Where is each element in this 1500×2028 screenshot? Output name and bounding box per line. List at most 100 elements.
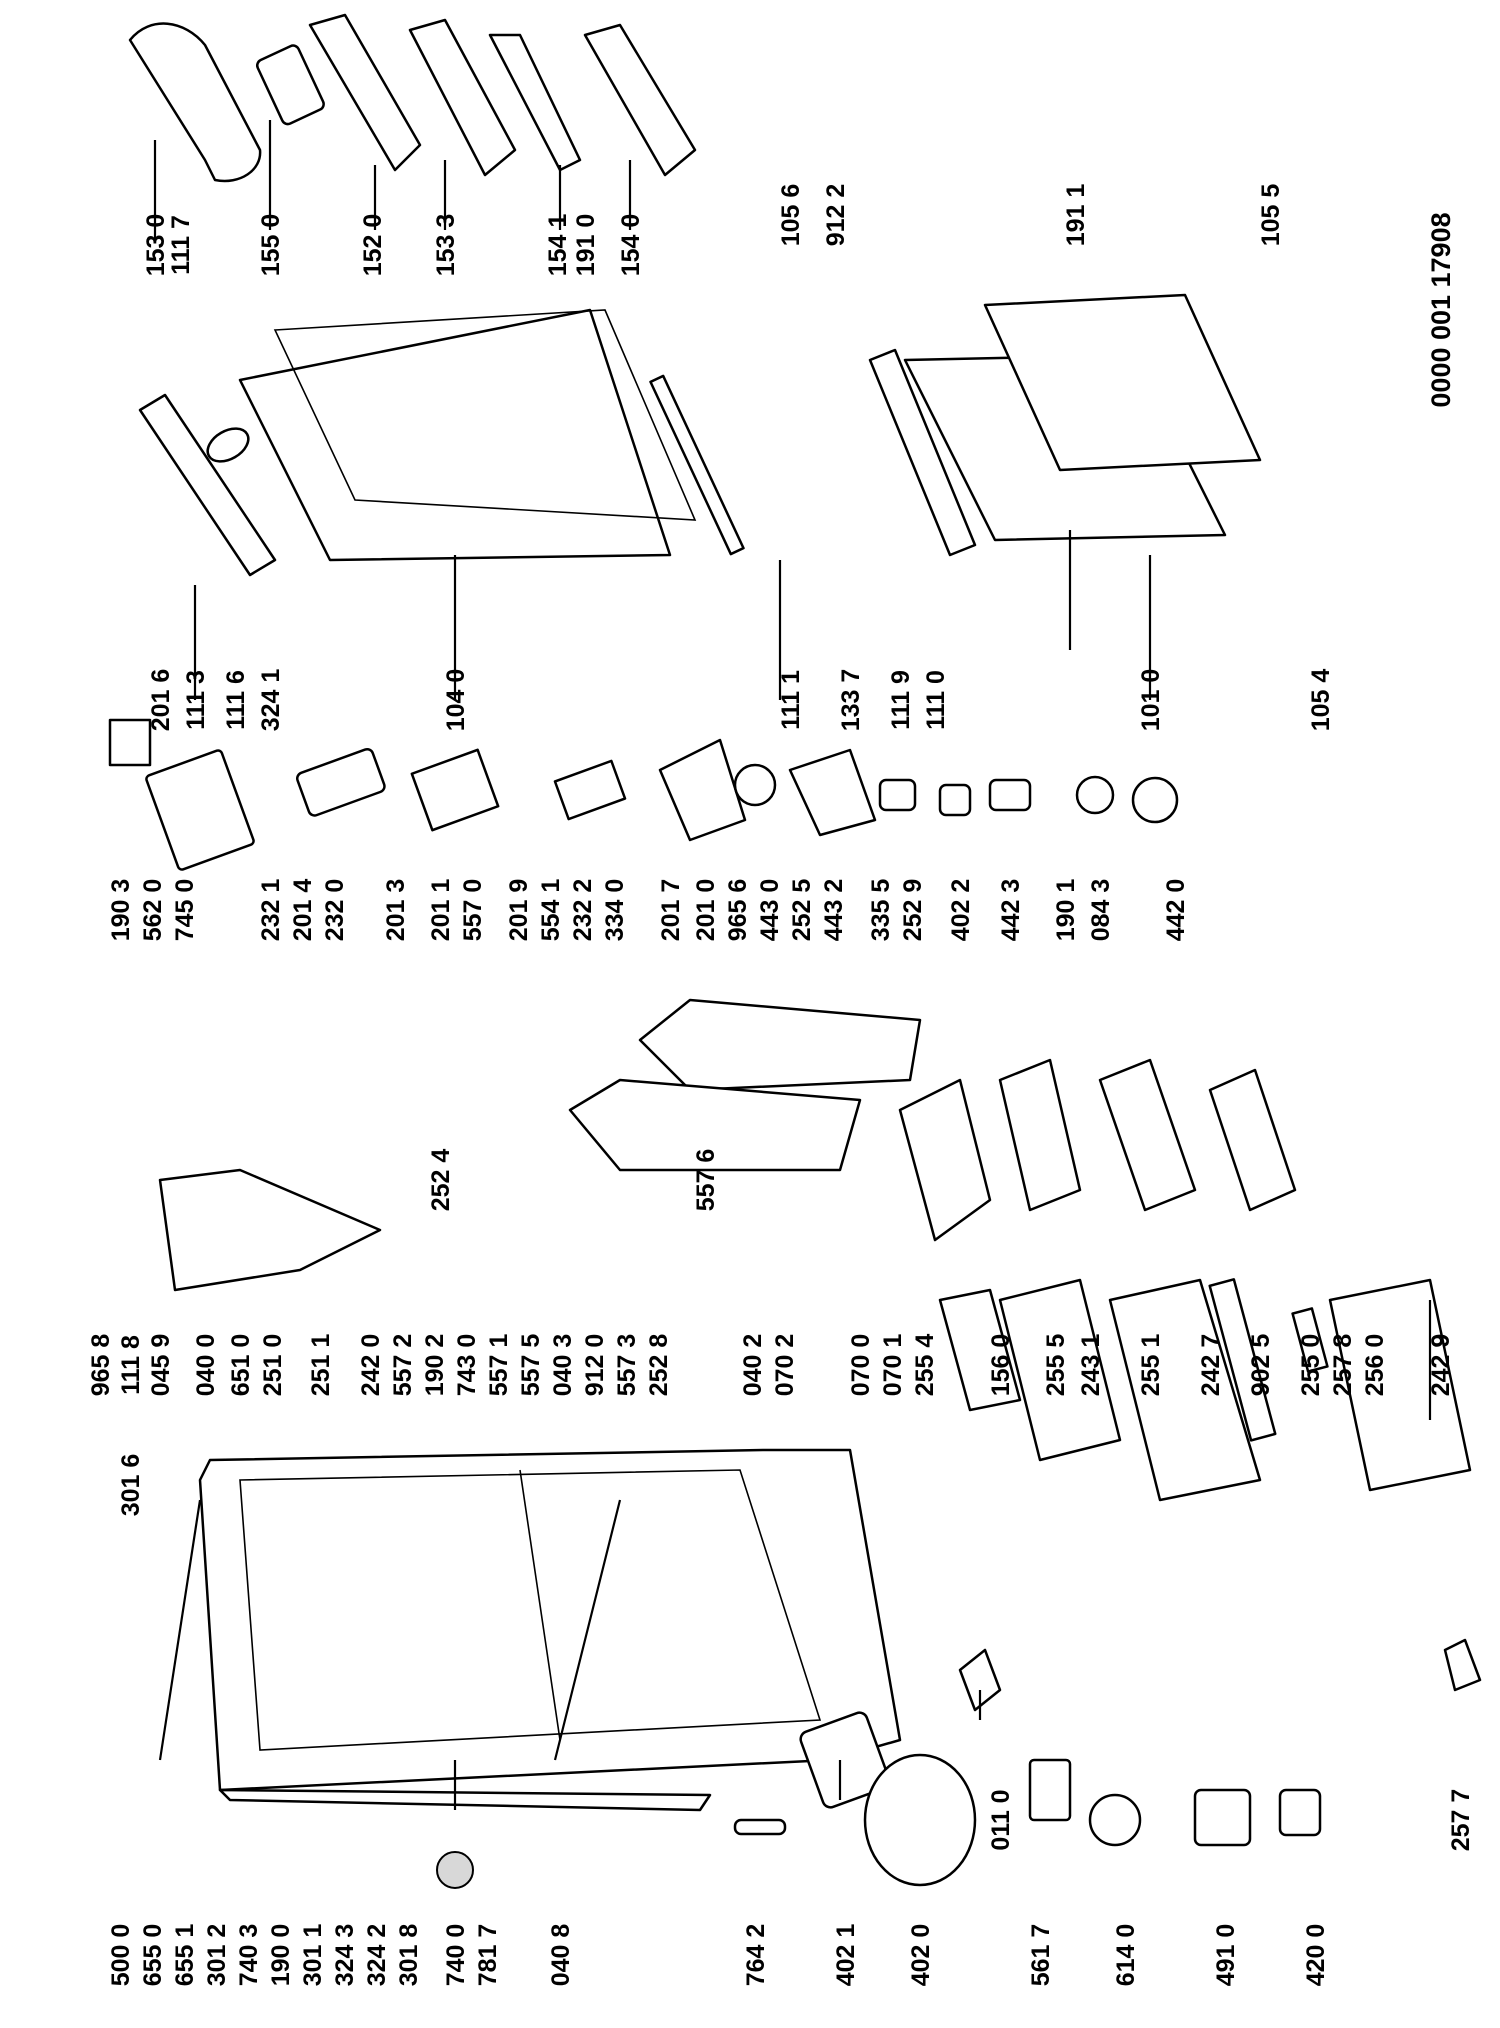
part-number-label: 557 2: [389, 1334, 417, 1397]
part-number-label: 655 0: [139, 1924, 167, 1987]
part-number-label: 743 0: [453, 1334, 481, 1397]
part-number-label: 442 0: [1162, 879, 1190, 942]
part-number-label: 111 7: [167, 215, 195, 275]
shelf-255-4: [898, 1078, 992, 1242]
door-bin-152-0: [308, 13, 422, 172]
part-number-label: 740 0: [442, 1924, 470, 1987]
part-number-label: 443 0: [756, 879, 784, 942]
door-gasket-191-0: [273, 309, 697, 521]
part-number-label: 201 0: [692, 879, 720, 942]
part-number-label: 191 0: [572, 214, 600, 277]
part-number-label: 105 5: [1257, 184, 1285, 247]
part-number-label: 255 1: [1137, 1334, 1165, 1397]
part-number-label: 252 8: [645, 1334, 673, 1397]
relay-614-0: [1088, 1793, 1142, 1847]
part-number-label: 912 0: [581, 1334, 609, 1397]
part-number-label: 190 3: [107, 879, 135, 942]
part-number-label: 965 8: [87, 1334, 115, 1397]
part-number-label: 614 0: [1112, 1924, 1140, 1987]
leader-line: [553, 1499, 622, 1761]
air-duct-252-5: [638, 998, 922, 1092]
drawer-cover-902-5: [1208, 1278, 1277, 1442]
part-number-label: 040 0: [192, 1334, 220, 1397]
motor-335-5: [878, 778, 917, 812]
part-442-3: [988, 778, 1032, 812]
part-number-label: 111 9: [887, 670, 915, 730]
part-number-label: 156 0: [987, 1334, 1015, 1397]
door-bin-153-0: [128, 22, 262, 183]
part-number-label: 651 0: [227, 1334, 255, 1397]
part-number-label: 155 0: [257, 214, 285, 277]
drawer-242-9: [1328, 1278, 1472, 1492]
part-number-label: 764 2: [742, 1924, 770, 1987]
part-number-label: 153 3: [432, 214, 460, 277]
part-number-label: 252 4: [427, 1149, 455, 1212]
part-number-label: 070 1: [879, 1334, 907, 1397]
drain-tube-764-2: [733, 1818, 787, 1836]
part-number-label: 111 1: [777, 670, 805, 730]
cover-201-6: [108, 718, 152, 767]
part-number-label: 040 2: [739, 1334, 767, 1397]
part-number-label: 243 1: [1077, 1334, 1105, 1397]
door-bin-153-3: [408, 18, 517, 177]
part-011-0: [958, 1648, 1002, 1712]
condenser-740-0: [218, 1788, 712, 1812]
part-number-label: 402 2: [947, 879, 975, 942]
fan-housing-201-0: [658, 738, 747, 842]
part-number-label: 402 1: [832, 1924, 860, 1987]
part-number-label: 154 1: [544, 214, 572, 277]
part-number-label: 491 0: [1212, 1924, 1240, 1987]
cabinet-body: [198, 1448, 902, 1792]
part-number-label: 201 9: [505, 879, 533, 942]
egg-holder-155-0: [255, 44, 325, 126]
part-number-label: 557 3: [613, 1334, 641, 1397]
part-number-label: 105 6: [777, 184, 805, 247]
logo-111-7: [206, 427, 250, 463]
part-number-label: 111 3: [182, 670, 210, 730]
compressor-402-0: [863, 1753, 977, 1887]
part-number-label: 655 1: [171, 1924, 199, 1987]
fan-cover-443-2: [788, 748, 877, 837]
cabinet-inner-liner: [239, 1469, 822, 1751]
shelf-255-1: [1098, 1058, 1197, 1212]
part-number-label: 154 0: [617, 214, 645, 277]
drawing-reference: 0000 001 17908: [1426, 212, 1456, 407]
parts-drawing: [108, 13, 1482, 1889]
door-handle-111-0: [868, 348, 977, 557]
door-bin-154-0: [583, 23, 697, 177]
part-number-label: 201 3: [382, 879, 410, 942]
part-number-label: 242 9: [1427, 1334, 1455, 1397]
part-number-label: 251 0: [259, 1334, 287, 1397]
part-number-label: 011 0: [987, 1789, 1015, 1850]
part-number-label: 105 4: [1307, 669, 1335, 732]
door-handle-111-3: [138, 393, 277, 577]
part-number-label: 324 1: [257, 669, 285, 732]
part-257-7: [1443, 1638, 1482, 1692]
part-number-label: 301 8: [395, 1924, 423, 1987]
shelf-255-5: [998, 1058, 1082, 1212]
part-number-label: 781 7: [474, 1924, 502, 1987]
tray-243-1: [998, 1278, 1122, 1462]
part-number-label: 902 5: [1247, 1334, 1275, 1397]
part-number-label: 201 7: [657, 879, 685, 942]
door-gasket-191-1: [983, 293, 1262, 472]
part-number-label: 201 4: [289, 879, 317, 942]
part-number-label: 045 9: [147, 1334, 175, 1397]
part-number-label: 301 2: [203, 1924, 231, 1987]
duct-252-4: [158, 1168, 382, 1292]
part-number-label: 232 2: [569, 879, 597, 942]
drawer-242-7: [1108, 1278, 1262, 1502]
part-number-label: 101 0: [1137, 669, 1165, 732]
part-number-label: 912 2: [822, 184, 850, 247]
shelf-255-0: [1208, 1068, 1297, 1212]
part-number-label: 232 1: [257, 879, 285, 942]
part-number-label: 257 8: [1329, 1334, 1357, 1397]
part-number-label: 301 1: [299, 1924, 327, 1987]
part-402-2: [938, 783, 972, 817]
part-number-label: 255 4: [911, 1334, 939, 1397]
part-number-label: 256 0: [1361, 1334, 1389, 1397]
part-number-label: 557 6: [692, 1149, 720, 1212]
part-number-label: 111 0: [922, 670, 950, 730]
part-number-label: 557 5: [517, 1334, 545, 1397]
